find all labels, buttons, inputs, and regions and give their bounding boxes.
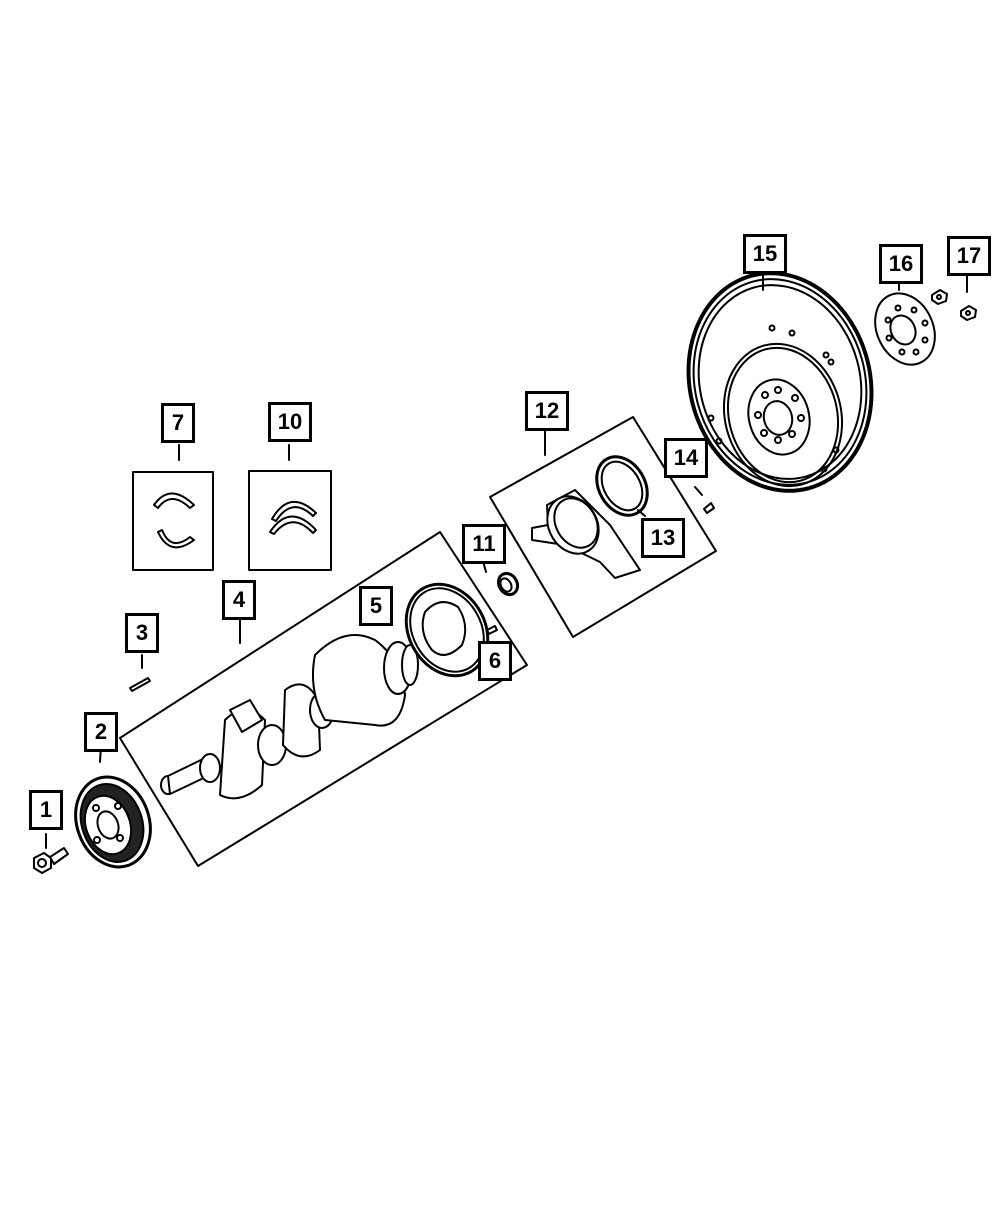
callout-5: 5 — [359, 586, 393, 626]
part-flywheel-bolts — [931, 289, 977, 321]
callout-10: 10 — [268, 402, 312, 442]
callout-4: 4 — [222, 580, 256, 620]
callout-15: 15 — [743, 234, 787, 274]
part-pilot-bushing — [496, 571, 520, 597]
part-main-bearing-shells — [153, 492, 195, 549]
callout-3: 3 — [125, 613, 159, 653]
part-flywheel — [686, 271, 874, 493]
callout-11: 11 — [462, 524, 506, 564]
callout-14: 14 — [664, 438, 708, 478]
leader-lines — [45, 269, 968, 849]
part-tone-wheel — [404, 582, 490, 678]
part-key — [129, 677, 151, 692]
part-bolt — [33, 847, 69, 874]
part-rear-main-seal — [595, 455, 649, 517]
group-frame-bearings — [132, 471, 214, 571]
part-damper-pulley — [74, 775, 152, 869]
part-backing-plate — [874, 292, 936, 366]
part-seal-retainer — [531, 489, 641, 579]
part-thrust-washers — [269, 501, 317, 535]
part-retainer-bolt — [703, 502, 715, 514]
group-frame-crankshaft-kit — [119, 531, 528, 867]
callout-13: 13 — [641, 518, 685, 558]
callout-7: 7 — [161, 403, 195, 443]
callout-2: 2 — [84, 712, 118, 752]
group-frame-rear-seal-kit — [489, 416, 717, 638]
callout-16: 16 — [879, 244, 923, 284]
callout-12: 12 — [525, 391, 569, 431]
callout-1: 1 — [29, 790, 63, 830]
part-screw — [486, 625, 498, 635]
group-frame-thrust-washers — [248, 470, 332, 571]
callout-17: 17 — [947, 236, 991, 276]
part-crankshaft — [160, 634, 419, 800]
callout-6: 6 — [478, 641, 512, 681]
